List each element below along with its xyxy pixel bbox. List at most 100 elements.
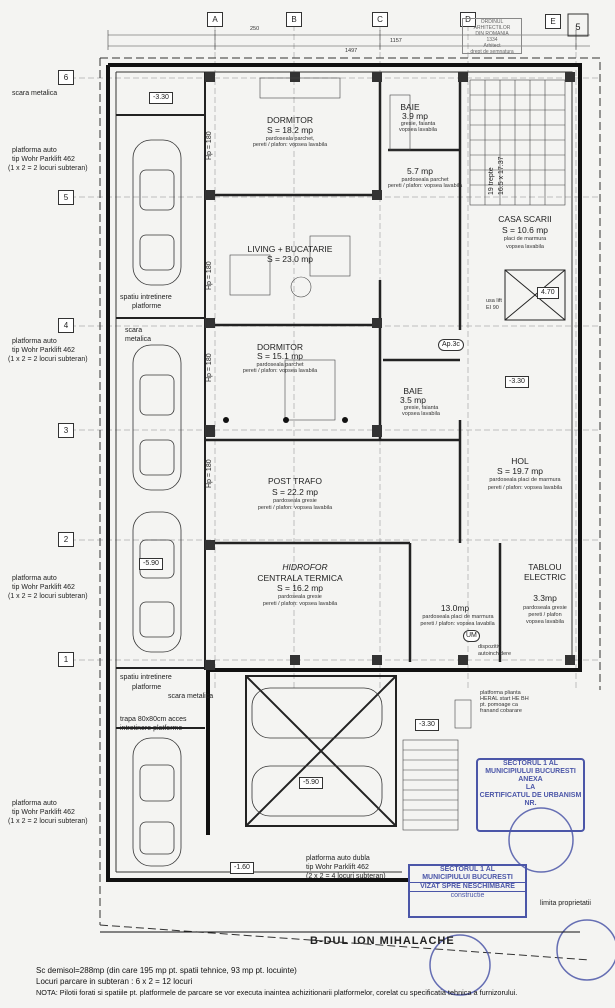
note-platforma-title: platforma auto: [12, 800, 57, 807]
um-note: dispozitiv: [478, 644, 501, 650]
room-finish: pardoseala placi de marmura: [489, 477, 561, 483]
room-casa-scarii-name: CASA SCARII: [498, 214, 552, 224]
platform-note: pt. pomoage ca: [480, 702, 518, 708]
stamp-line: MUNICIPIULUI BUCURESTI: [485, 768, 576, 775]
note-scara-metalica: scara metalica: [168, 693, 214, 700]
stamp-line: LA: [525, 784, 536, 791]
um-note: autoinchidere: [478, 651, 512, 657]
level-marker: -5.90: [139, 558, 163, 570]
room-centrala-name: CENTRALA TERMICA: [257, 573, 343, 583]
note-platforme: platforme: [132, 684, 162, 691]
grid-letter-a: A: [207, 12, 223, 27]
room-finish: gresie, faianta: [403, 405, 439, 411]
dubla-cap: (2 x 2 = 4 locuri subteran): [306, 873, 386, 880]
footer-nota: NOTA: Pilotii forati si spatiile pt. pla…: [36, 988, 518, 997]
street-name: B-DUL ION MIHALACHE: [310, 935, 455, 947]
grid-number-4: 4: [58, 318, 74, 333]
room-finish: pereti / plafon: vopsea lavabila: [420, 621, 495, 627]
grid-number-6: 6: [58, 70, 74, 85]
level-marker: -1.60: [230, 862, 254, 874]
note-spatiu-intretinere: spatiu intretinere: [120, 674, 172, 681]
stamp-line: drept de semnatura: [470, 49, 514, 55]
level-marker: -3.30: [149, 92, 173, 104]
room-living-name: LIVING + BUCATARIE: [247, 244, 333, 254]
room-finish: pereti / plafon: [528, 612, 562, 618]
room-finish: pardoseala gresie: [273, 498, 317, 504]
room-hol-area: 5.7 mp: [407, 166, 433, 176]
room-finish: pardoseala placi de marmura: [422, 614, 494, 620]
room-finish: vopsea lavabila: [526, 619, 564, 625]
room-hidrofor-label: HIDROFOR: [282, 562, 328, 572]
level-marker: 4.70: [537, 287, 559, 299]
hp-label: Hp = 180: [206, 459, 213, 488]
note-platforma-title: platforma auto: [12, 147, 57, 154]
room-finish: vopsea lavabila: [506, 244, 544, 250]
room-centrala-area: S = 16.2 mp: [276, 583, 324, 593]
note-platforma-type: tip Wohr Parklift 462: [12, 584, 75, 591]
vizat-stamp: SECTORUL 1 AL MUNICIPIULUI BUCURESTI VIZ…: [408, 864, 527, 918]
room-tablou-area: 3.3mp: [533, 593, 557, 603]
lift-rating-label: EI 90: [486, 305, 499, 311]
room-finish: gresie, faianta: [400, 121, 436, 127]
footer-area-note: Sc demisol=288mp (din care 195 mp pt. sp…: [36, 966, 297, 975]
platform-note: franand cobarare: [480, 708, 522, 714]
note-trapa: trapa 80x80cm acces: [120, 716, 187, 723]
stamp-line: ANEXA: [518, 776, 543, 783]
stamp-line: SECTORUL 1 AL: [502, 760, 559, 767]
stamp-line: SECTORUL 1 AL: [439, 866, 496, 873]
room-finish: pereti / plafon: vopsea lavabila: [257, 505, 333, 511]
grid-number-1: 1: [58, 652, 74, 667]
stamp-line: MUNICIPIULUI BUCURESTI: [422, 874, 513, 881]
room-tablou-name: TABLOU: [528, 562, 562, 572]
room-finish: vopsea lavabila: [402, 411, 440, 417]
note-platforma-type: tip Wohr Parklift 462: [12, 156, 75, 163]
stamp-line: DIN ROMANIA: [475, 31, 509, 37]
footer-parking-note: Locuri parcare in subteran : 6 x 2 = 12 …: [36, 977, 193, 986]
room-post-trafo-name: POST TRAFO: [267, 476, 322, 486]
stamp-line: constructie: [450, 892, 485, 899]
note-platforma-cap: (1 x 2 = 2 locuri subteran): [8, 165, 88, 172]
level-marker: -5.90: [299, 777, 323, 789]
note-trapa-sub: intretinere platforme: [120, 725, 183, 732]
room-hall-area: 13.0mp: [440, 603, 470, 613]
note-spatiu-intretinere: spatiu intretinere: [120, 294, 172, 301]
stamp-line: VIZAT SPRE NESCHIMBARE: [410, 882, 525, 892]
note-scara-metalica: scara metalica: [12, 90, 58, 97]
note-platforma-type: tip Wohr Parklift 462: [12, 809, 75, 816]
room-hol-area: S = 19.7 mp: [496, 466, 544, 476]
room-baie-2-area: 3.5 mp: [400, 395, 426, 405]
lift-door-label: usa lift: [486, 298, 502, 304]
room-finish: pereti / plafon: vopsea lavabila: [242, 368, 318, 374]
room-finish: pereti / plafon: vopsea lavabila: [252, 142, 328, 148]
grid-number-2: 2: [58, 532, 74, 547]
room-baie-2-name: BAIE: [403, 386, 423, 396]
room-finish: pardoseala gresie: [278, 594, 322, 600]
dim-label: 1497: [345, 48, 358, 54]
room-finish: pereti / plafon: vopsea lavabila: [387, 183, 463, 189]
level-marker: -3.30: [505, 376, 529, 388]
note-platforme: platforme: [132, 303, 162, 310]
stamp-line: Arhitect: [483, 43, 501, 49]
stair-steps-label: 19 trepte: [488, 167, 495, 195]
room-dormitor-2-area: S = 15.1 mp: [256, 351, 304, 361]
room-finish: pereti / plafon: vopsea lavabila: [262, 601, 338, 607]
room-baie-1-name: BAIE: [400, 102, 420, 112]
grid-letter-e: E: [545, 14, 561, 29]
room-dormitor-1-area: S = 18.2 mp: [266, 125, 314, 135]
room-dormitor-1-name: DORMITOR: [266, 115, 314, 125]
room-dormitor-2-name: DORMITOR: [256, 342, 304, 352]
dim-label: 250: [250, 26, 260, 32]
stair-dim-label: 16.5 x 17.37: [498, 156, 505, 195]
urbanism-stamp: SECTORUL 1 AL MUNICIPIULUI BUCURESTI ANE…: [476, 758, 585, 832]
grid-number-3: 3: [58, 423, 74, 438]
platform-note: platforma plianta: [480, 690, 521, 696]
platform-note: HERAL start HE BH: [480, 696, 529, 702]
grid-letter-c: C: [372, 12, 388, 27]
room-living-area: S = 23.0 mp: [266, 254, 314, 264]
room-finish: pardoseala gresie: [523, 605, 567, 611]
um-marker: UM: [463, 630, 480, 642]
room-finish: pardoseala parchet: [256, 362, 304, 368]
room-baie-1-area: 3.9 mp: [402, 111, 428, 121]
stamp-line: CERTIFICATUL DE URBANISM: [479, 792, 582, 799]
